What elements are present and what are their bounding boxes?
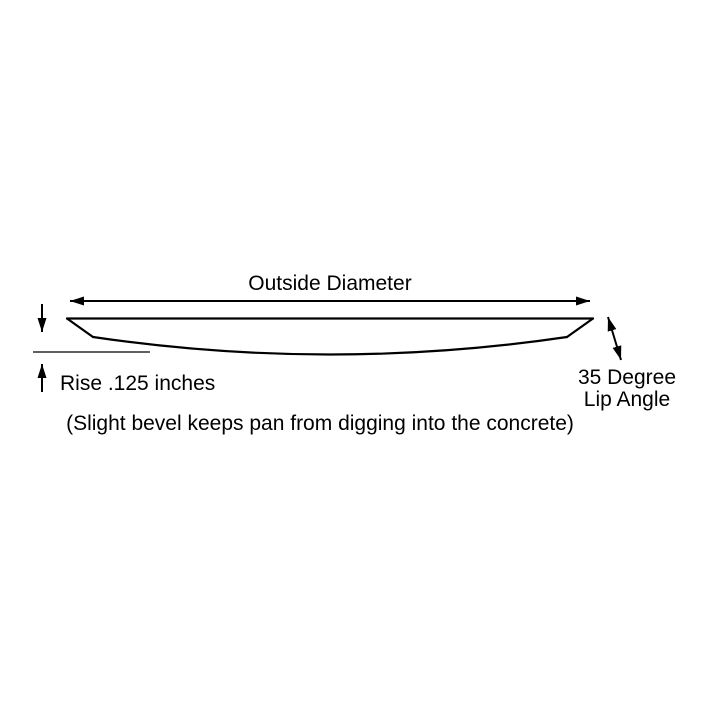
- pan-outline: [65, 317, 595, 356]
- lip-angle-label-line2: Lip Angle: [584, 388, 670, 411]
- lip-angle-label-line1: 35 Degree: [578, 366, 676, 389]
- rise-label: Rise .125 inches: [60, 372, 215, 395]
- pan-bottom-curve: [91, 335, 569, 356]
- lip-angle-arrow: [607, 316, 622, 361]
- lip-angle-annotation: [607, 316, 622, 361]
- caption: (Slight bevel keeps pan from digging int…: [66, 412, 574, 435]
- pan-right-bevel: [565, 317, 595, 339]
- rise-annotation: [33, 304, 150, 392]
- pan-left-bevel: [65, 317, 95, 339]
- outside-diameter-label: Outside Diameter: [248, 272, 411, 295]
